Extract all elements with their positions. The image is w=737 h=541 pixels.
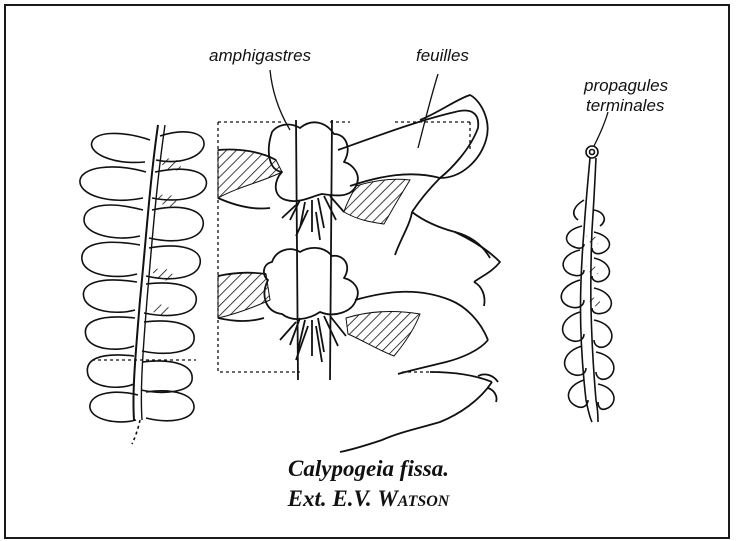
caption-credit: Ext. E.V. Watson	[0, 486, 737, 512]
label-amphigastres: amphigastres	[209, 46, 311, 66]
caption-credit-name: Watson	[377, 486, 449, 511]
caption-species: Calypogeia fissa.	[0, 456, 737, 482]
amphigastres-leader	[270, 70, 290, 130]
propagules-leader	[594, 112, 608, 146]
left-shoot-hatching	[150, 158, 181, 316]
propagule-cluster	[586, 146, 598, 158]
right-shoot-drawing	[561, 146, 614, 422]
label-propagules: propagules	[584, 76, 668, 96]
feuilles-leader	[418, 74, 438, 148]
right-shoot-hatching	[586, 235, 600, 306]
label-leader-lines	[270, 70, 608, 148]
label-feuilles: feuilles	[416, 46, 469, 66]
caption-credit-prefix: Ext. E.V.	[288, 486, 378, 511]
label-terminales: terminales	[586, 96, 664, 116]
left-shoot-drawing	[80, 125, 207, 444]
